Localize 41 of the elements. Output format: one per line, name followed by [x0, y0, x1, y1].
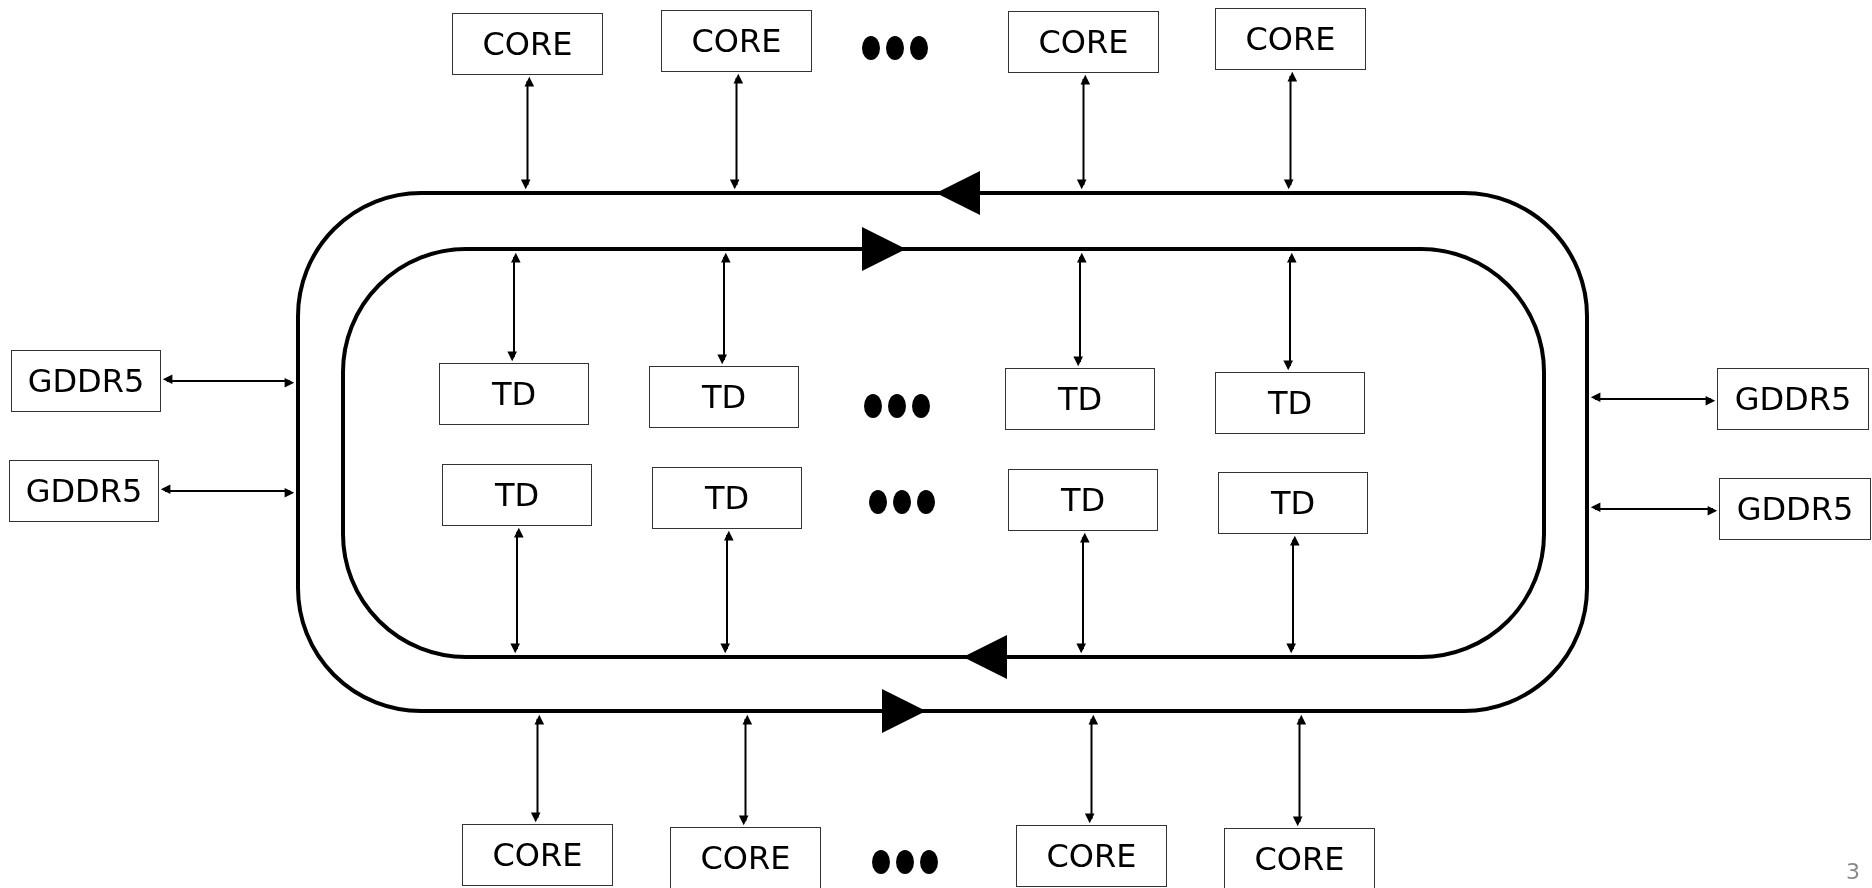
labeled-box: GDDR5 [1719, 478, 1871, 540]
double-arrow [1283, 252, 1297, 371]
double-arrow [520, 76, 535, 190]
double-arrow [507, 252, 521, 362]
double-arrow [1076, 532, 1090, 654]
double-arrow [717, 252, 731, 365]
labeled-box: CORE [452, 13, 603, 75]
page-number: 3 [1846, 859, 1860, 884]
labeled-box: CORE [1215, 8, 1366, 70]
labeled-box: TD [649, 366, 799, 428]
labeled-box: TD [652, 467, 802, 529]
labeled-box: CORE [1008, 11, 1159, 73]
double-arrow [1286, 535, 1300, 654]
labeled-box: TD [1218, 472, 1368, 534]
double-arrow [738, 714, 753, 826]
labeled-box: CORE [462, 824, 613, 886]
labeled-box: TD [1008, 469, 1158, 531]
double-arrow [1084, 714, 1099, 824]
double-arrow [530, 714, 545, 823]
double-arrow [1076, 74, 1091, 190]
labeled-box: CORE [1016, 825, 1167, 887]
double-arrow [720, 530, 734, 654]
double-arrow [729, 73, 744, 190]
double-arrow [1590, 392, 1716, 406]
labeled-box: CORE [670, 827, 821, 888]
labeled-box: GDDR5 [1717, 368, 1869, 430]
double-arrow [510, 527, 524, 654]
labeled-box: CORE [1224, 828, 1375, 888]
labeled-box: GDDR5 [9, 460, 159, 522]
labeled-box: TD [442, 464, 592, 526]
double-arrow [162, 374, 295, 388]
labeled-box: TD [1215, 372, 1365, 434]
double-arrow [1292, 714, 1307, 827]
double-arrow [1590, 502, 1718, 516]
labeled-box: TD [1005, 368, 1155, 430]
double-arrow [160, 484, 295, 498]
labeled-box: GDDR5 [11, 350, 161, 412]
double-arrow [1073, 252, 1087, 367]
double-arrow [1283, 71, 1298, 190]
labeled-box: TD [439, 363, 589, 425]
labeled-box: CORE [661, 10, 812, 72]
